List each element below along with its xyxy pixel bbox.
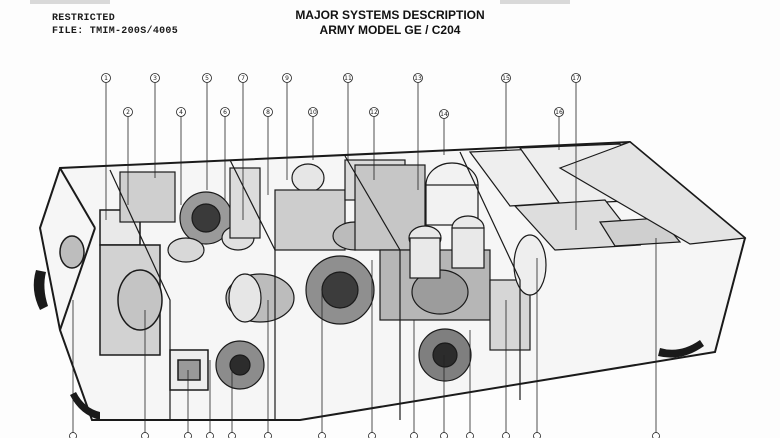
callout-circle: [439, 109, 449, 119]
page-title: MAJOR SYSTEMS DESCRIPTION ARMY MODEL GE …: [270, 8, 510, 38]
callout-number: 10: [309, 109, 317, 116]
callout-circle: [308, 107, 318, 117]
callout-circle: [150, 73, 160, 83]
callout-number: 7: [241, 75, 245, 82]
callout-circle: [343, 73, 353, 83]
file-label: FILE: TMIM-200S/4005: [52, 26, 179, 37]
header-left: RESTRICTED FILE: TMIM-200S/4005: [52, 12, 178, 38]
machinery-cluster: [119, 159, 547, 390]
callout-number: 1: [104, 75, 108, 82]
callout-number: 17: [572, 75, 580, 82]
title-line-1: MAJOR SYSTEMS DESCRIPTION: [295, 8, 485, 22]
callout-circle: [554, 107, 564, 117]
callout-circle: [263, 107, 273, 117]
callout-circle: [282, 73, 292, 83]
callout-circle: [369, 107, 379, 117]
end-compartment: [59, 209, 209, 391]
callout-number: 16: [555, 109, 563, 116]
title-line-2: ARMY MODEL GE / C204: [319, 23, 461, 37]
corner-pads: [33, 270, 704, 420]
callout-circle: [571, 73, 581, 83]
deck-panels: [468, 141, 747, 251]
callout-circle: [238, 73, 248, 83]
scan-artifact-right: [500, 0, 570, 4]
callout-number: 11: [344, 75, 352, 82]
callout-number: 13: [414, 75, 422, 82]
callout-number: 14: [440, 111, 448, 118]
callout-circle: [176, 107, 186, 117]
callout-circle: [220, 107, 230, 117]
callout-circle: [501, 73, 511, 83]
bottom-leaders: [72, 238, 657, 438]
bulkheads: [109, 151, 521, 420]
callout-number: 9: [285, 75, 289, 82]
classification-label: RESTRICTED: [52, 13, 116, 24]
callout-number: 8: [266, 109, 270, 116]
bottom-callout-circles: [69, 432, 660, 438]
callout-circle: [101, 73, 111, 83]
callout-circle: [123, 107, 133, 117]
callout-circle: [413, 73, 423, 83]
callout-number: 6: [223, 109, 227, 116]
callout-number: 15: [502, 75, 510, 82]
callout-number: 4: [179, 109, 183, 116]
callout-number: 3: [153, 75, 157, 82]
callout-number: 2: [126, 109, 130, 116]
scan-artifact-left: [30, 0, 110, 4]
callout-number: 5: [205, 75, 209, 82]
callout-number: 12: [370, 109, 378, 116]
callout-circle: [202, 73, 212, 83]
